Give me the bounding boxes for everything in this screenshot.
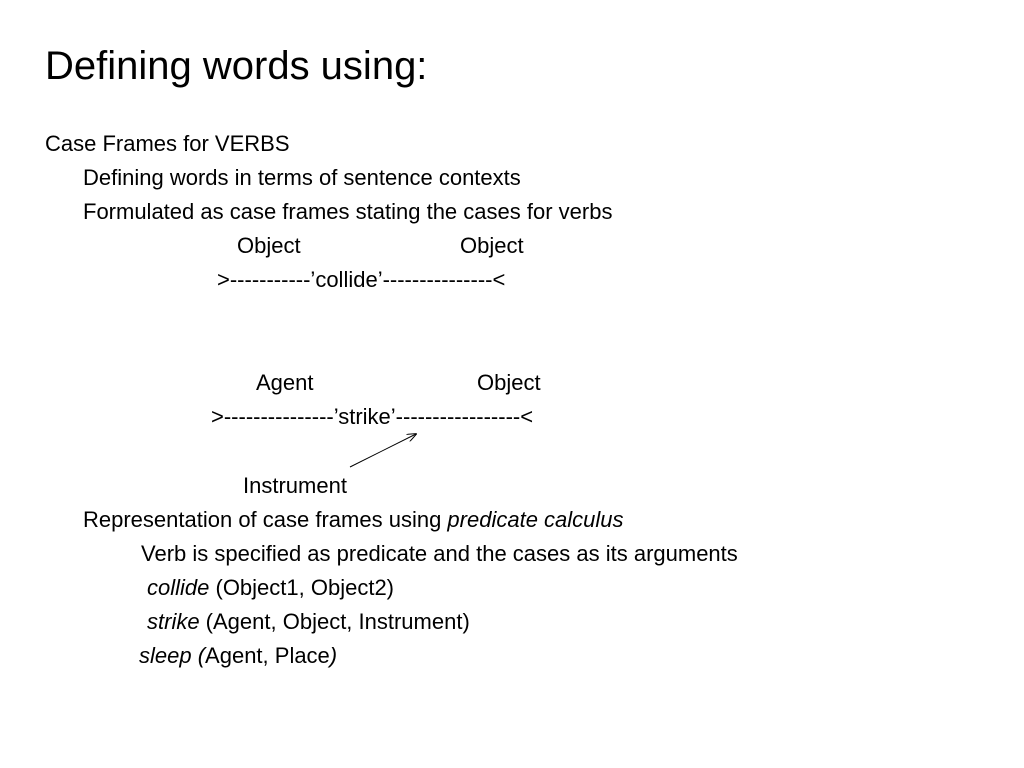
example-sleep-args: Agent, Place <box>205 643 330 668</box>
example-collide-args: (Object1, Object2) <box>209 575 395 600</box>
frame1-left-case: Object <box>237 233 301 258</box>
bullet-representation-text: Representation of case frames using <box>83 507 448 532</box>
example-sleep: sleep (Agent, Place) <box>139 645 337 667</box>
bullet-formulated: Formulated as case frames stating the ca… <box>83 199 613 224</box>
frame1-right-case: Object <box>460 233 524 258</box>
sub-verb-specified: Verb is specified as predicate and the c… <box>141 541 738 566</box>
section-heading: Case Frames for VERBS <box>45 131 290 156</box>
example-strike-args: (Agent, Object, Instrument) <box>199 609 470 634</box>
frame2-right-case: Object <box>477 370 541 395</box>
predicate-calculus-emph: predicate calculus <box>447 507 624 532</box>
example-collide: collide (Object1, Object2) <box>147 577 394 599</box>
example-sleep-verb: sleep ( <box>139 643 206 668</box>
example-strike-verb: strike <box>147 609 200 634</box>
frame1-collide-line: >-----------’collide’---------------< <box>217 267 506 292</box>
frame2-left-case: Agent <box>256 370 314 395</box>
frame2-strike-line: >---------------’strike’----------------… <box>211 404 534 429</box>
example-collide-verb: collide <box>147 575 210 600</box>
bullet-representation: Representation of case frames using pred… <box>83 509 624 531</box>
slide-title: Defining words using: <box>45 44 428 88</box>
frame2-instrument-case: Instrument <box>243 473 347 498</box>
example-sleep-close: ) <box>329 643 338 668</box>
example-strike: strike (Agent, Object, Instrument) <box>147 611 470 633</box>
bullet-defining-words: Defining words in terms of sentence cont… <box>83 165 521 190</box>
